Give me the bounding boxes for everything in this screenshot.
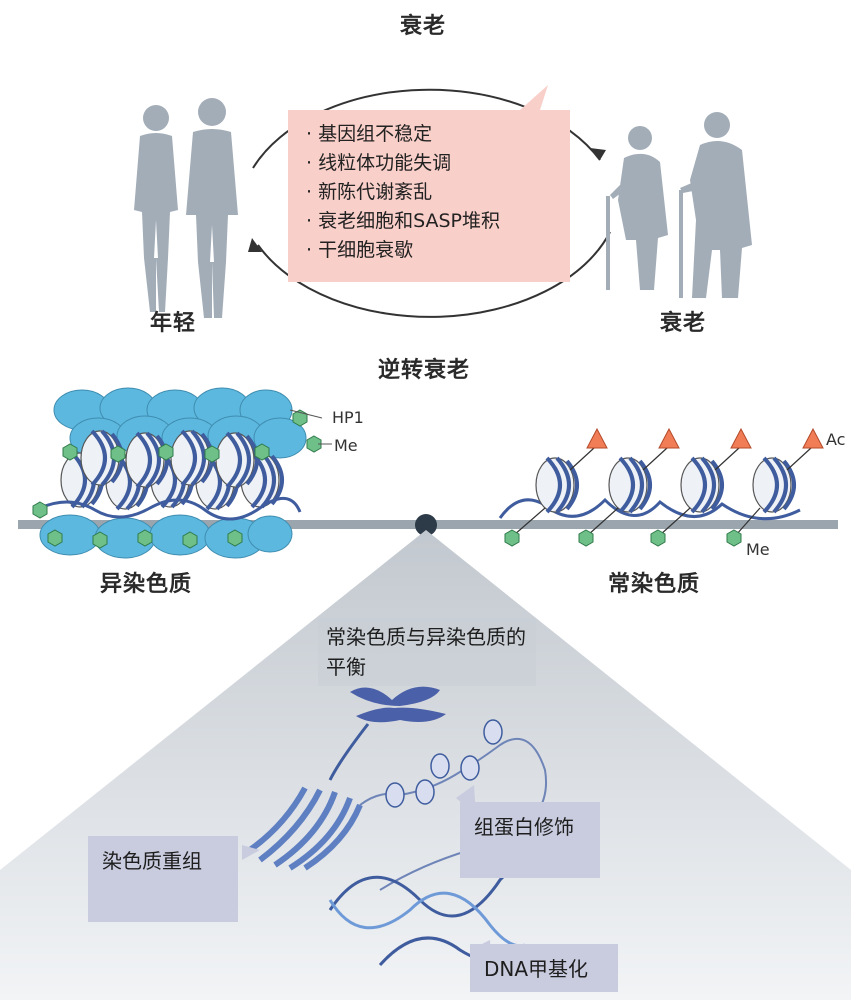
aging-cycle-graphic: [134, 85, 752, 318]
hallmark-item: · 衰老细胞和SASP堆积: [306, 210, 501, 232]
chromatin-fiber: [248, 786, 363, 871]
reverse-arrowhead: [248, 238, 262, 252]
forward-arrowhead: [590, 148, 606, 160]
aged-label: 衰老: [660, 311, 707, 336]
ac-marks: [586, 428, 824, 449]
hallmark-item: · 线粒体功能失调: [306, 152, 452, 174]
young-label: 年轻: [150, 311, 197, 336]
hallmark-item: · 新陈代谢紊乱: [306, 181, 433, 203]
reverse-aging-label: 逆转衰老: [378, 358, 471, 383]
aging-top-label: 衰老: [400, 14, 447, 39]
chromatin-balance-graphic: [18, 387, 838, 559]
chromatin-remodeling-callout: 染色质重组: [88, 836, 238, 922]
young-people-icon: [134, 98, 238, 318]
hallmark-item: · 干细胞衰歇: [306, 239, 414, 261]
balance-fulcrum: [415, 514, 437, 536]
ac-label: Ac: [826, 430, 846, 449]
nucleosome-beads: [385, 719, 503, 808]
hallmarks-bubble: [288, 85, 570, 282]
hp1-label: HP1: [332, 408, 364, 427]
hallmark-item: · 基因组不稳定: [306, 123, 433, 145]
elderly-people-icon: [606, 112, 752, 298]
balance-label: 常染色质与异染色质的平衡: [318, 618, 536, 686]
dna-methylation-callout: DNA甲基化: [470, 944, 618, 992]
me-label-right: Me: [746, 540, 770, 559]
histone-modification-callout: 组蛋白修饰: [460, 802, 600, 878]
heterochromatin-label: 异染色质: [100, 572, 193, 597]
pyramid-background: [0, 530, 851, 1000]
chromosome-icon: [350, 686, 446, 723]
euchromatin-label: 常染色质: [608, 572, 701, 597]
mechanisms-pyramid-graphic: [0, 530, 851, 1000]
ac-tails: [569, 447, 812, 471]
hallmarks-list: · 基因组不稳定 · 线粒体功能失调 · 新陈代谢紊乱 · 衰老细胞和SASP堆…: [306, 120, 500, 265]
me-label: Me: [334, 436, 358, 455]
